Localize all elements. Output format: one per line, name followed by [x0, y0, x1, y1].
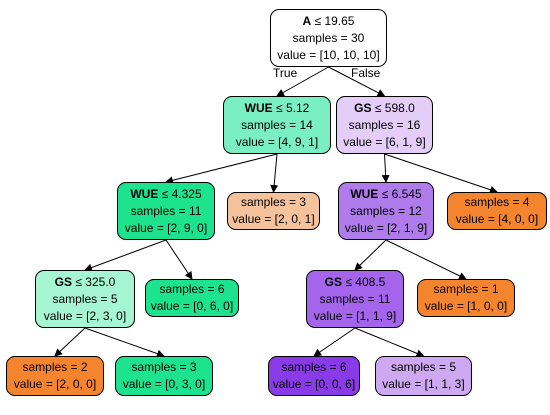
node-value: value = [2, 0, 0] — [13, 377, 97, 391]
tree-edge-arrow — [84, 327, 165, 358]
split-condition: GS ≤ 325.0 — [55, 274, 116, 291]
split-threshold: 325.0 — [85, 274, 116, 289]
split-condition: GS ≤ 408.5 — [325, 274, 386, 291]
node-value: value = [6, 1, 9] — [343, 134, 426, 149]
tree-edge-arrow — [381, 153, 390, 183]
split-threshold: 4.325 — [171, 186, 202, 201]
node-samples: samples = 5 — [390, 360, 457, 374]
node-value: value = [0, 0, 6] — [272, 377, 356, 391]
node-value: value = [1, 1, 9] — [313, 308, 397, 323]
split-condition: WUE ≤ 4.325 — [130, 186, 201, 203]
leaf-node: samples = 4 value = [4, 0, 0] — [447, 192, 547, 230]
split-operator: ≤ — [381, 186, 389, 201]
tree-edge-arrow — [313, 327, 356, 357]
node-samples: samples = 1 — [433, 282, 499, 296]
node-value: value = [2, 1, 9] — [344, 220, 428, 235]
tree-edge-arrow — [270, 153, 279, 193]
node-samples: samples = 30 — [292, 30, 365, 45]
node-samples: samples = 6 — [159, 282, 225, 296]
node-value: value = [2, 9, 0] — [124, 220, 208, 235]
node-value: value = [2, 0, 1] — [232, 212, 315, 226]
tree-edge-arrow — [84, 239, 167, 272]
node-value: value = [2, 3, 0] — [43, 308, 127, 323]
split-condition: GS ≤ 598.0 — [354, 100, 415, 117]
split-feature: WUE — [350, 186, 379, 201]
tree-edge-arrow — [276, 66, 329, 97]
node-value: value = [1, 1, 3] — [382, 377, 465, 391]
split-operator: ≤ — [314, 13, 322, 28]
leaf-node: samples = 3 value = [0, 3, 0] — [115, 356, 213, 396]
split-threshold: 5.12 — [285, 100, 310, 115]
node-value: value = [4, 0, 0] — [455, 212, 539, 226]
node-samples: samples = 3 — [131, 360, 197, 374]
node-value: value = [0, 6, 0] — [150, 299, 234, 313]
split-operator: ≤ — [374, 100, 382, 115]
split-feature: WUE — [244, 100, 273, 115]
node-samples: samples = 14 — [241, 117, 313, 132]
split-feature: WUE — [130, 186, 159, 201]
tree-edge-arrow — [54, 327, 86, 357]
node-samples: samples = 5 — [52, 291, 118, 306]
node-value: value = [1, 0, 0] — [424, 299, 508, 313]
tree-edge-arrow — [384, 153, 498, 194]
node-samples: samples = 6 — [281, 360, 347, 374]
node-samples: samples = 11 — [319, 291, 391, 306]
node-samples: samples = 3 — [240, 195, 307, 209]
split-operator: ≤ — [276, 100, 283, 115]
split-threshold: 6.545 — [391, 186, 422, 201]
node-samples: samples = 4 — [464, 195, 530, 209]
tree-edge-arrow — [385, 239, 467, 280]
node-value: value = [0, 3, 0] — [122, 377, 206, 391]
tree-edge-arrow — [328, 66, 386, 97]
split-condition: WUE ≤ 5.12 — [245, 100, 310, 117]
leaf-node: samples = 1 value = [1, 0, 0] — [417, 279, 515, 317]
node-value: value = [10, 10, 10] — [277, 47, 380, 62]
edge-label-true: True — [273, 66, 298, 80]
node-samples: samples = 2 — [22, 360, 88, 374]
tree-edge-arrow — [354, 327, 425, 358]
leaf-node: samples = 2 value = [2, 0, 0] — [6, 356, 104, 396]
split-condition: A ≤ 19.65 — [303, 13, 355, 30]
split-operator: ≤ — [161, 186, 169, 201]
node-value: value = [4, 9, 1] — [235, 134, 319, 149]
edge-label-false: False — [351, 66, 381, 80]
leaf-node: samples = 6 value = [0, 6, 0] — [145, 279, 239, 317]
leaf-node: samples = 5 value = [1, 1, 3] — [375, 356, 472, 396]
split-operator: ≤ — [345, 274, 352, 289]
split-operator: ≤ — [75, 274, 82, 289]
split-feature: GS — [54, 274, 73, 289]
split-condition: WUE ≤ 6.545 — [350, 186, 421, 203]
split-feature: GS — [324, 274, 343, 289]
node-samples: samples = 12 — [350, 203, 422, 218]
split-threshold: 408.5 — [355, 274, 386, 289]
leaf-node: samples = 3 value = [2, 0, 1] — [227, 192, 320, 230]
split-feature: A — [302, 13, 312, 28]
node-samples: samples = 16 — [348, 117, 421, 132]
split-threshold: 598.0 — [384, 100, 415, 115]
split-feature: GS — [354, 100, 372, 115]
leaf-node: samples = 6 value = [0, 0, 6] — [268, 356, 360, 396]
tree-edge-arrow — [165, 153, 278, 185]
tree-edge-arrow — [165, 239, 193, 280]
split-threshold: 19.65 — [324, 13, 355, 28]
tree-edge-arrow — [354, 239, 387, 271]
node-samples: samples = 11 — [130, 203, 202, 218]
